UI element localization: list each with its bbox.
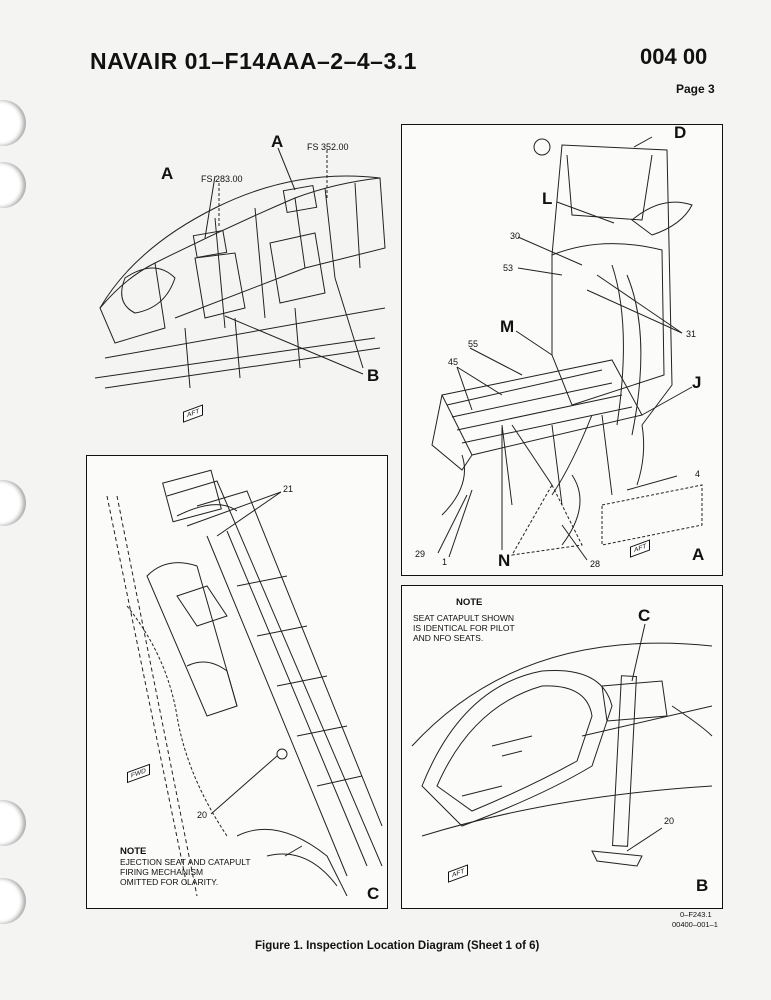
callout-j: J <box>692 373 702 392</box>
item-45: 45 <box>448 357 459 367</box>
item-31: 31 <box>686 329 697 339</box>
note-line-3: AND NFO SEATS. <box>413 633 484 643</box>
page-number: Page 3 <box>676 82 715 96</box>
item-20: 20 <box>664 816 675 826</box>
cockpit-cutaway-drawing <box>94 147 386 389</box>
item-4: 4 <box>695 469 701 479</box>
callout-a-right: A <box>271 132 284 151</box>
note-heading: NOTE <box>120 846 147 857</box>
note-line-1: SEAT CATAPULT SHOWN <box>413 613 515 623</box>
binder-hole <box>0 800 26 846</box>
callout-a-left: A <box>161 164 174 183</box>
item-53: 53 <box>503 263 514 273</box>
note-line-2: IS IDENTICAL FOR PILOT <box>413 623 515 633</box>
callout-b: B <box>367 366 380 385</box>
panel-letter-c: C <box>367 884 380 903</box>
ejection-seat-drawing <box>431 136 703 561</box>
illustration-ref-2: 00400–001–1 <box>672 920 718 929</box>
note-line-2: FIRING MECHANISM <box>120 867 204 877</box>
note-heading: NOTE <box>456 597 483 608</box>
callout-d: D <box>674 123 687 142</box>
binder-hole <box>0 162 26 208</box>
seat-catapult-drawing <box>411 623 713 867</box>
note-line-1: EJECTION SEAT AND CATAPULT <box>120 857 251 867</box>
item-30: 30 <box>510 231 521 241</box>
binder-hole <box>0 100 26 146</box>
item-55: 55 <box>468 339 479 349</box>
item-29: 29 <box>415 549 426 559</box>
panel-b-seat-catapult: NOTE SEAT CATAPULT SHOWN IS IDENTICAL FO… <box>401 585 723 909</box>
cockpit-cutaway-view: A A FS 283.00 FS 352.00 B AFT <box>94 128 395 428</box>
note-line-3: OMITTED FOR CLARITY. <box>120 877 219 887</box>
panel-a-ejection-seat: D L 30 53 31 M 55 45 J 4 29 1 N 28 AFT A <box>401 123 723 576</box>
work-package-number: 004 00 <box>640 44 708 69</box>
illustration-ref-1: 0–F243.1 <box>680 910 712 919</box>
fs-station-left: FS 283.00 <box>201 174 243 184</box>
panel-letter-b: B <box>696 876 709 895</box>
callout-m: M <box>500 317 515 336</box>
binder-hole <box>0 878 26 924</box>
fs-station-right: FS 352.00 <box>307 142 349 152</box>
callout-l: L <box>542 189 553 208</box>
binder-hole <box>0 480 26 526</box>
callout-n: N <box>498 551 511 570</box>
item-28: 28 <box>590 559 601 569</box>
callout-c: C <box>638 606 651 625</box>
item-1: 1 <box>442 557 448 567</box>
catapult-closeup-drawing <box>106 469 383 897</box>
panel-letter-a: A <box>692 545 705 564</box>
document-number: NAVAIR 01–F14AAA–2–4–3.1 <box>90 48 417 74</box>
panel-c-catapult-closeup: 21 FWD 20 NOTE EJECTION SEAT AND CATAPUL… <box>86 455 388 909</box>
item-21: 21 <box>283 484 294 494</box>
figure-caption: Figure 1. Inspection Location Diagram (S… <box>255 940 540 952</box>
item-20: 20 <box>197 810 208 820</box>
